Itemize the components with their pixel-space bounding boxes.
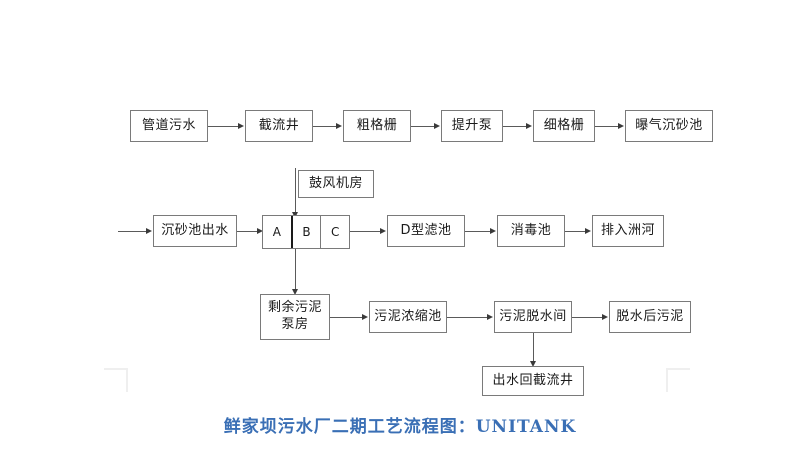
connector-row1-5 (595, 126, 618, 127)
node-sludge-thickener[interactable]: 污泥浓缩池 (369, 301, 447, 333)
node-d-type-filter[interactable]: D型滤池 (387, 215, 465, 247)
page-crop-mark-right (666, 368, 690, 392)
connector-row1-4 (503, 126, 526, 127)
arrow-row3-2 (487, 313, 493, 320)
node-coarse-screen[interactable]: 粗格栅 (343, 110, 411, 142)
arrow-row2-2 (380, 227, 386, 234)
connector-row2-2 (350, 231, 380, 232)
arrow-reactor-down (291, 289, 298, 295)
arrow-row1-2 (336, 122, 342, 129)
node-sludge-pump-house[interactable]: 剩余污泥 泵房 (260, 294, 330, 340)
node-sludge-dewatering[interactable]: 污泥脱水间 (494, 301, 572, 333)
connector-row1-1 (208, 126, 238, 127)
arrow-row1-5 (618, 122, 624, 129)
arrow-row1-3 (434, 122, 440, 129)
node-intercepting-well[interactable]: 截流井 (245, 110, 313, 142)
connector-row2-in (118, 231, 146, 232)
connector-row1-3 (411, 126, 434, 127)
arrow-row4-down (529, 361, 536, 367)
node-fine-screen[interactable]: 细格栅 (533, 110, 595, 142)
connector-row1-2 (313, 126, 336, 127)
node-grit-effluent[interactable]: 沉砂池出水 (153, 215, 237, 247)
arrow-row3-3 (602, 313, 608, 320)
connector-row2-3 (465, 231, 490, 232)
node-aerated-grit[interactable]: 曝气沉砂池 (625, 110, 713, 142)
connector-row3-2 (447, 317, 487, 318)
node-disinfection[interactable]: 消毒池 (497, 215, 565, 247)
node-discharge-river[interactable]: 排入洲河 (592, 215, 664, 247)
diagram-caption: 鲜家坝污水厂二期工艺流程图：UNITANK (223, 417, 577, 437)
connector-row3-1 (330, 317, 362, 318)
connector-row2-4 (565, 231, 585, 232)
connector-reactor-down (295, 249, 296, 289)
arrow-row2-4 (585, 227, 591, 234)
reactor-cell-a[interactable]: A (272, 225, 281, 239)
arrow-row2-3 (490, 227, 496, 234)
connector-row2-1 (237, 231, 257, 232)
node-dewatered-sludge[interactable]: 脱水后污泥 (609, 301, 691, 333)
connector-blower-down (295, 168, 296, 212)
node-lift-pump[interactable]: 提升泵 (441, 110, 503, 142)
page-crop-mark-left (104, 368, 128, 392)
arrow-row2-1 (257, 227, 263, 234)
arrow-row1-4 (526, 122, 532, 129)
arrow-row2-in (146, 227, 152, 234)
connector-row3-3 (572, 317, 602, 318)
node-unitank-reactor[interactable]: A B C (262, 215, 350, 249)
reactor-cell-c[interactable]: C (320, 216, 349, 248)
node-return-to-well[interactable]: 出水回截流井 (482, 366, 584, 396)
arrow-row1-1 (238, 122, 244, 129)
node-blower-room[interactable]: 鼓风机房 (298, 170, 374, 198)
arrow-row3-1 (362, 313, 368, 320)
node-pipe-sewage[interactable]: 管道污水 (130, 110, 208, 142)
reactor-cell-b[interactable]: B (290, 216, 321, 248)
connector-row4-down (533, 333, 534, 361)
